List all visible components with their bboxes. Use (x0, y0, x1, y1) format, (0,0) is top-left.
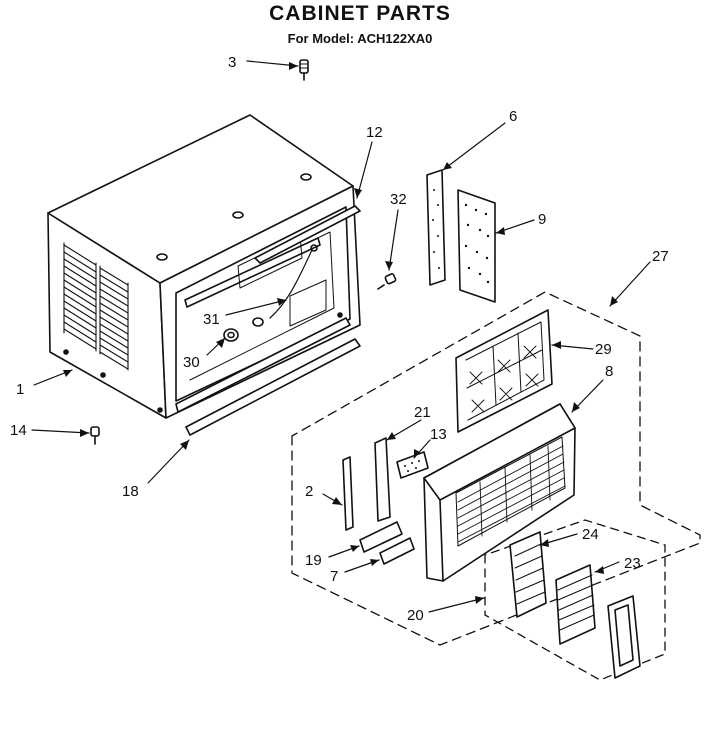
callout-24: 24 (582, 526, 599, 543)
callout-18: 18 (122, 483, 139, 500)
part-8-front-grille (423, 403, 576, 582)
part-14-screw (90, 426, 100, 445)
callout-1: 1 (16, 381, 24, 398)
callout-3: 3 (228, 54, 236, 71)
callout-27: 27 (652, 248, 669, 265)
page-title: CABINET PARTS (269, 2, 451, 25)
part-18-bottom-rail (185, 338, 361, 436)
cabinet-internal-rails (184, 235, 327, 327)
part-19-block (359, 521, 403, 553)
callout-labels: 3 12 6 9 32 27 31 29 30 8 1 14 21 13 18 … (10, 54, 669, 624)
callout-13: 13 (430, 426, 447, 443)
callout-21: 21 (414, 404, 431, 421)
part-29-filter (455, 309, 553, 433)
part-9-texture (464, 203, 490, 284)
part-30-nut (223, 328, 239, 342)
part-13-label-texture (404, 460, 420, 472)
model-subtitle: For Model: ACH122XA0 (287, 31, 433, 46)
callout-7: 7 (330, 568, 338, 585)
callout-32: 32 (390, 191, 407, 208)
part-31-grommet (252, 317, 264, 327)
callout-12: 12 (366, 124, 383, 141)
part-21-seal (374, 437, 391, 522)
cabinet-louvers (63, 242, 129, 371)
callout-29: 29 (595, 341, 612, 358)
callout-8: 8 (605, 363, 613, 380)
callout-20: 20 (407, 607, 424, 624)
part-9-filter-pad (457, 189, 496, 303)
part-7-block (379, 537, 415, 565)
callout-23: 23 (624, 555, 641, 572)
callout-14: 14 (10, 422, 27, 439)
callout-30: 30 (183, 354, 200, 371)
callout-19: 19 (305, 552, 322, 569)
callout-6: 6 (509, 108, 517, 125)
leader-arrowheads (63, 62, 618, 604)
part-23-louver-set (555, 564, 596, 645)
part-12-seal-strip (254, 205, 361, 264)
part-27-front-assembly-boundary (291, 291, 701, 646)
part-20-door-frame (607, 595, 641, 679)
callout-2: 2 (305, 483, 313, 500)
callout-9: 9 (538, 211, 546, 228)
part-18-inner-rail (175, 317, 351, 413)
cabinet-shell (47, 114, 361, 419)
part-3-screw (299, 59, 309, 81)
callout-31: 31 (203, 311, 220, 328)
part-20-subassembly-boundary (484, 519, 666, 681)
part-32-screw (377, 273, 397, 290)
part-2-seal (342, 456, 354, 531)
part-6-seal (426, 169, 446, 286)
part-6-speckle (432, 189, 440, 269)
part-24-louver-frame (509, 531, 547, 618)
part-13-label (396, 451, 429, 479)
